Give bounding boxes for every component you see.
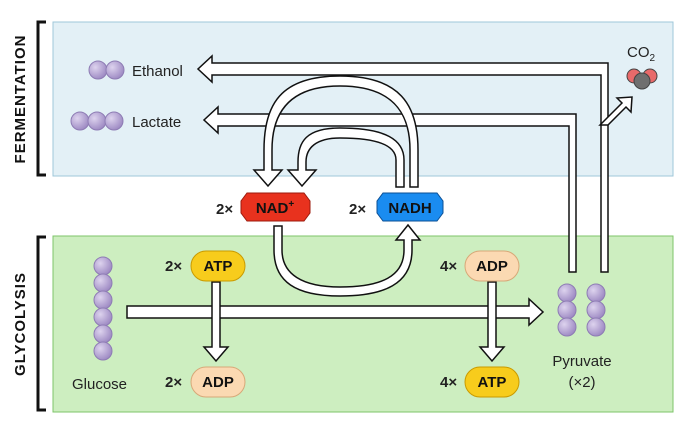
glucose-label: Glucose xyxy=(72,376,127,393)
lactate-label: Lactate xyxy=(132,114,181,131)
adp-out-label: ADP xyxy=(202,374,234,391)
nadh-label: NADH xyxy=(388,200,431,217)
atp-out-coefficient: 4× xyxy=(440,374,457,391)
adp-in-pill xyxy=(464,250,520,282)
nad-badge xyxy=(240,192,311,222)
atp-in-label: ATP xyxy=(204,258,233,275)
glycolysis-bracket xyxy=(36,235,46,412)
fermentation-panel xyxy=(52,21,674,177)
arrows xyxy=(126,54,633,363)
arrow-nadh-to-nad-outer xyxy=(252,75,419,188)
arrow-nadh-to-nad-inner xyxy=(286,127,405,188)
ethanol-molecule xyxy=(88,60,125,80)
co2-label: CO2 xyxy=(627,44,656,64)
atp-in-pill xyxy=(190,250,246,282)
arrow-nad-to-nadh xyxy=(273,223,422,297)
fermentation-bracket xyxy=(36,20,46,177)
glucose-molecule xyxy=(93,256,113,361)
co2-molecule xyxy=(626,68,658,90)
adp-in-label: ADP xyxy=(476,258,508,275)
pyruvate-molecules xyxy=(557,283,606,337)
atp-out-pill xyxy=(464,366,520,398)
pyruvate-count-label: (×2) xyxy=(568,374,595,391)
arrow-atp-to-adp xyxy=(202,281,230,363)
nad-coefficient: 2× xyxy=(216,201,233,218)
lactate-molecule xyxy=(70,111,124,131)
arrow-to-ethanol xyxy=(196,54,609,273)
arrow-adp-to-atp xyxy=(478,281,506,363)
adp-in-coefficient: 4× xyxy=(440,258,457,275)
arrow-glucose-to-pyruvate xyxy=(126,297,545,327)
nadh-badge xyxy=(376,192,444,222)
ethanol-label: Ethanol xyxy=(132,63,183,80)
nad-label: NAD+ xyxy=(256,199,295,217)
atp-in-coefficient: 2× xyxy=(165,258,182,275)
atp-out-label: ATP xyxy=(478,374,507,391)
pyruvate-label: Pyruvate xyxy=(552,353,611,370)
arrow-to-co2 xyxy=(598,96,633,126)
arrow-to-lactate xyxy=(202,105,577,273)
adp-out-coefficient: 2× xyxy=(165,374,182,391)
adp-out-pill xyxy=(190,366,246,398)
nadh-coefficient: 2× xyxy=(349,201,366,218)
glycolysis-label: GLYCOLYSIS xyxy=(12,272,29,376)
fermentation-label: FERMENTATION xyxy=(12,35,29,164)
